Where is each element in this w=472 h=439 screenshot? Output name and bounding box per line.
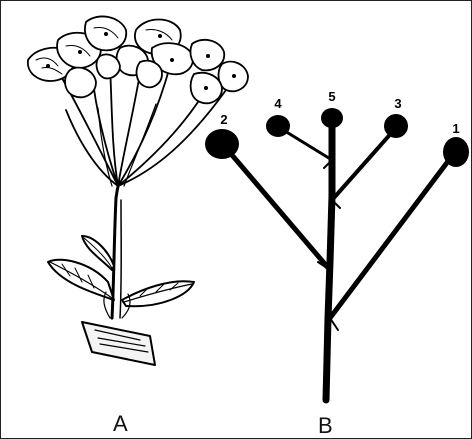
stem-base bbox=[82, 322, 155, 365]
branch-node-4 bbox=[280, 128, 332, 160]
node-5 bbox=[321, 108, 343, 128]
node-3 bbox=[384, 114, 408, 138]
inflorescence-diagram bbox=[226, 124, 452, 400]
node-label-2: 2 bbox=[220, 112, 227, 127]
panel-b-label: B bbox=[318, 415, 333, 437]
branch-node-2 bbox=[226, 148, 330, 270]
branch-node-3 bbox=[332, 130, 394, 200]
right-leaf bbox=[122, 281, 194, 306]
middle-leaf bbox=[82, 236, 114, 270]
left-leaf bbox=[48, 260, 114, 300]
node-1 bbox=[443, 137, 469, 167]
flower-cluster bbox=[28, 16, 248, 103]
plant-illustration bbox=[28, 16, 248, 365]
node-label-1: 1 bbox=[452, 121, 459, 136]
node-2 bbox=[205, 129, 239, 159]
node-label-3: 3 bbox=[394, 96, 401, 111]
node-label-5: 5 bbox=[328, 89, 335, 104]
node-label-4: 4 bbox=[274, 96, 282, 111]
node-4 bbox=[266, 115, 290, 137]
inflorescence-nodes bbox=[205, 108, 469, 167]
panel-a-label: A bbox=[113, 413, 128, 435]
